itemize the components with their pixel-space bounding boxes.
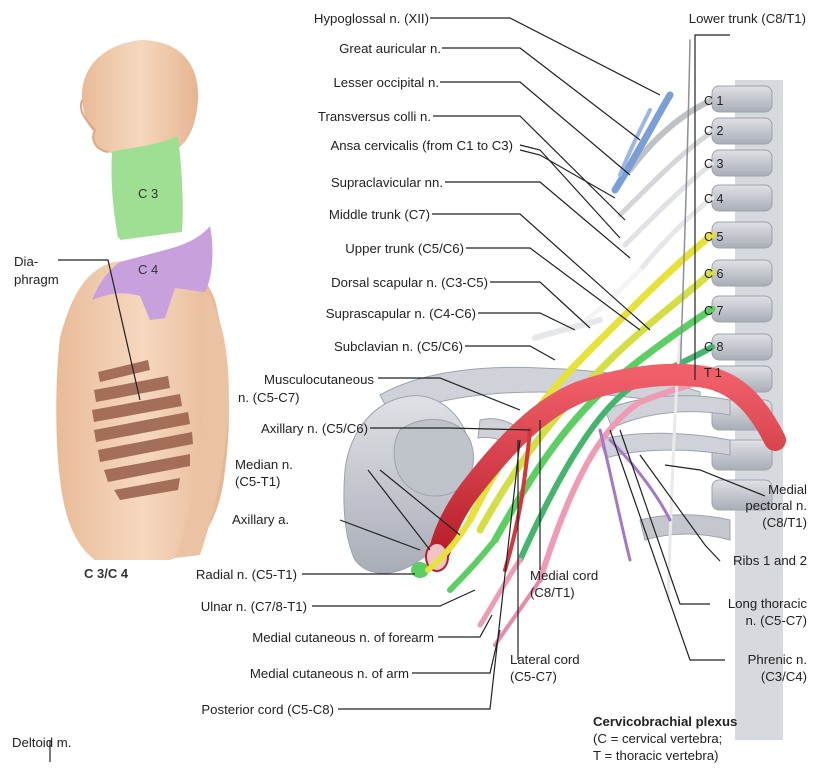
label-long-thoracic-2: n. (C5-C7) [745, 613, 807, 628]
label-medial-cord-2: (C8/T1) [530, 585, 575, 600]
label-deltoid: Deltoid m. [12, 735, 71, 750]
label-hypoglossal: Hypoglossal n. (XII) [314, 11, 429, 26]
vertebra-label-c7: C 7 [704, 304, 723, 318]
label-dorsal-scapular: Dorsal scapular n. (C3-C5) [331, 275, 488, 290]
label-musculocutaneous-1: Musculocutaneous [264, 372, 374, 387]
vertebra-label-c8: C 8 [704, 340, 723, 354]
label-axillary-a: Axillary a. [232, 512, 289, 527]
label-median-1: Median n. [235, 457, 293, 472]
vertebra-label-c1: C 1 [704, 94, 723, 108]
label-diaphragm-2: phragm [14, 272, 59, 287]
label-lesser-occipital: Lesser occipital n. [333, 75, 439, 90]
label-diaphragm-1: Dia- [14, 254, 38, 269]
label-medial-pectoral-2: pectoral n. [745, 498, 807, 513]
label-axillary-n: Axillary n. (C5/C6) [261, 421, 368, 436]
caption-line-1: (C = cervical vertebra; [593, 731, 722, 746]
label-long-thoracic-1: Long thoracic [728, 596, 807, 611]
label-supraclavicular: Supraclavicular nn. [331, 175, 443, 190]
vertebra-label-c5: C 5 [704, 230, 723, 244]
label-middle-trunk: Middle trunk (C7) [329, 207, 430, 222]
vertebra-label-c2: C 2 [704, 124, 723, 138]
label-upper-trunk: Upper trunk (C5/C6) [345, 241, 464, 256]
label-med-cut-arm: Medial cutaneous n. of arm [250, 666, 409, 681]
label-ansa-cervicalis: Ansa cervicalis (from C1 to C3) [331, 138, 513, 153]
dermatome-label-c4: C 4 [138, 262, 158, 277]
label-phrenic-1: Phrenic n. [748, 652, 807, 667]
label-subclavian: Subclavian n. (C5/C6) [334, 339, 463, 354]
vertebra-label-c6: C 6 [704, 267, 723, 281]
label-median-2: (C5-T1) [235, 474, 280, 489]
vertebra-label-c3: C 3 [704, 157, 723, 171]
dermatome-caption: C 3/C 4 [84, 566, 128, 581]
label-medial-cord-1: Medial cord [530, 568, 598, 583]
vertebra-label-c4: C 4 [704, 192, 723, 206]
dermatome-label-c3: C 3 [138, 186, 158, 201]
label-lateral-cord-1: Lateral cord [510, 652, 580, 667]
label-radial: Radial n. (C5-T1) [196, 567, 297, 582]
label-posterior-cord: Posterior cord (C5-C8) [201, 702, 334, 717]
label-medial-pectoral-1: Medial [768, 482, 807, 497]
caption-title: Cervicobrachial plexus [593, 714, 737, 729]
label-phrenic-2: (C3/C4) [761, 669, 807, 684]
label-lower-trunk: Lower trunk (C8/T1) [689, 11, 806, 26]
body-figure [56, 40, 229, 560]
vertebra-label-t1: T 1 [704, 366, 722, 380]
label-medial-pectoral-3: (C8/T1) [762, 515, 807, 530]
head [82, 40, 198, 153]
label-med-cut-forearm: Medial cutaneous n. of forearm [252, 630, 434, 645]
label-ulnar: Ulnar n. (C7/8-T1) [201, 599, 307, 614]
label-lateral-cord-2: (C5-C7) [510, 669, 557, 684]
label-ribs: Ribs 1 and 2 [733, 553, 807, 568]
label-transversus-colli: Transversus colli n. [318, 109, 431, 124]
label-suprascapular: Suprascapular n. (C4-C6) [326, 306, 476, 321]
rib-2 [600, 433, 730, 458]
caption-line-2: T = thoracic vertebra) [593, 748, 718, 763]
label-great-auricular: Great auricular n. [339, 41, 441, 56]
label-musculocutaneous-2: n. (C5-C7) [238, 390, 300, 405]
